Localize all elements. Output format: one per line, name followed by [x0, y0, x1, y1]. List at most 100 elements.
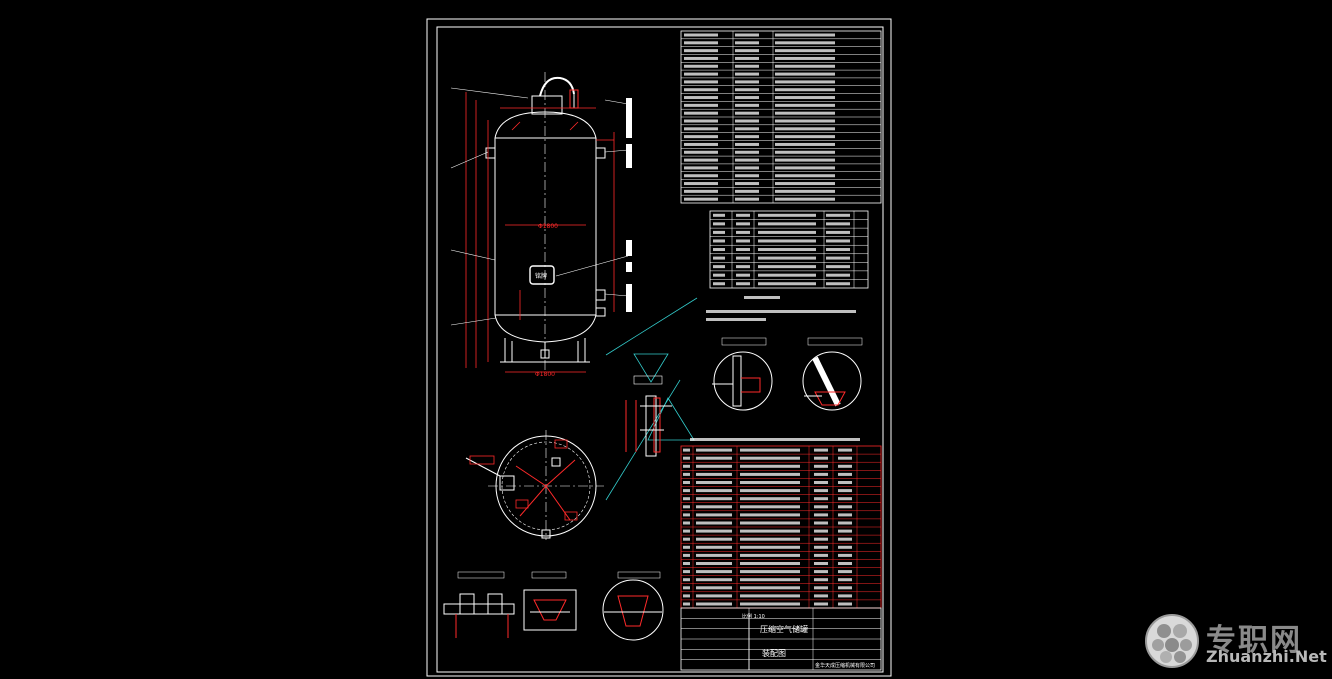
spec-cell-text: [775, 111, 835, 115]
spec-cell-text: [735, 96, 759, 100]
parts-cell-text: [683, 570, 690, 574]
nozzle-cell-text: [713, 265, 725, 269]
parts-cell-text: [683, 586, 690, 590]
spec-cell-text: [775, 135, 835, 139]
spec-cell-text: [735, 64, 759, 68]
parts-cell-text: [683, 545, 690, 549]
nozzle-cell-text: [758, 248, 816, 252]
parts-cell-text: [696, 570, 732, 574]
bottom-detail-1-title: [457, 571, 505, 579]
support-detail: [625, 395, 672, 457]
spec-cell-text: [735, 135, 759, 139]
vessel-leaders: [450, 87, 629, 326]
parts-cell-text: [838, 586, 852, 590]
spec-cell-text: [735, 41, 759, 45]
nozzle-cell-text: [736, 256, 750, 260]
parts-cell-text: [814, 521, 828, 525]
parts-cell-text: [740, 513, 800, 517]
parts-cell-text: [814, 456, 828, 460]
parts-cell-text: [838, 537, 852, 541]
parts-cell-text: [683, 602, 690, 606]
nozzle-cell-text: [758, 265, 816, 269]
parts-cell-text: [838, 456, 852, 460]
bottom-detail-3: [602, 579, 664, 641]
spec-cell-text: [775, 88, 835, 92]
tech-note-title: [744, 296, 780, 299]
nozzle-cell-text: [826, 282, 850, 286]
parts-header-line: [690, 438, 860, 441]
parts-cell-text: [683, 513, 690, 517]
parts-cell-text: [814, 513, 828, 517]
parts-cell-text: [814, 472, 828, 476]
parts-cell-text: [696, 529, 732, 533]
spec-cell-text: [775, 174, 835, 178]
dim-diameter-main: Φ1800: [538, 223, 558, 230]
vessel-plan-view: [465, 430, 604, 540]
support-detail-tag: [633, 375, 663, 385]
spec-cell-text: [735, 174, 759, 178]
parts-cell-text: [740, 562, 800, 565]
spec-cell-text: [684, 174, 718, 178]
parts-cell-text: [683, 594, 690, 598]
parts-cell-text: [696, 602, 732, 606]
spec-cell-text: [775, 119, 835, 123]
detail-leader-lines: [605, 297, 698, 501]
parts-cell-text: [696, 586, 732, 590]
spec-cell-text: [684, 127, 718, 131]
spec-cell-text: [775, 56, 835, 60]
parts-cell-text: [683, 472, 690, 476]
parts-cell-text: [740, 472, 800, 476]
parts-cell-text: [696, 513, 732, 517]
spec-cell-text: [735, 88, 759, 92]
spec-cell-text: [735, 142, 759, 146]
parts-cell-text: [683, 456, 690, 460]
spec-cell-text: [775, 41, 835, 45]
parts-cell-text: [696, 594, 732, 598]
bottom-detail-3-title: [617, 571, 661, 579]
spec-cell-text: [775, 80, 835, 84]
parts-cell-text: [696, 497, 732, 501]
bottom-detail-2: [523, 589, 577, 631]
parts-cell-text: [683, 537, 690, 541]
parts-cell-text: [740, 464, 800, 468]
nozzle-cell-text: [736, 265, 750, 269]
nozzle-cell-text: [713, 273, 725, 277]
nozzle-cell-text: [713, 213, 725, 217]
parts-cell-text: [696, 481, 732, 484]
watermark: 专职网 Zhuanzhi.Net: [1144, 611, 1327, 671]
spec-cell-text: [775, 49, 835, 53]
parts-cell-text: [838, 481, 852, 484]
nozzle-cell-text: [826, 265, 850, 269]
spec-cell-text: [775, 150, 835, 154]
parts-cell-text: [740, 529, 800, 533]
parts-cell-text: [838, 529, 852, 533]
parts-cell-text: [814, 594, 828, 598]
parts-cell-text: [696, 578, 732, 582]
nozzle-cell-text: [826, 273, 850, 277]
parts-cell-text: [838, 505, 852, 509]
spec-cell-text: [684, 142, 718, 146]
parts-cell-text: [838, 594, 852, 598]
plan-view-marks: [469, 439, 578, 521]
spec-cell-text: [735, 189, 759, 193]
parts-cell-text: [696, 472, 732, 476]
tables-layer: [680, 30, 882, 671]
parts-cell-text: [838, 570, 852, 574]
nozzle-cell-text: [758, 282, 816, 286]
spec-cell-text: [775, 72, 835, 76]
parts-cell-text: [740, 586, 800, 590]
parts-cell-text: [838, 521, 852, 525]
nozzle-cell-text: [736, 273, 750, 277]
main-title: 压缩空气储罐: [760, 624, 808, 634]
parts-cell-text: [814, 448, 828, 452]
spec-cell-text: [684, 111, 718, 115]
spec-cell-text: [775, 142, 835, 146]
nameplate-label: 铭牌: [535, 272, 547, 280]
spec-cell-text: [684, 182, 718, 186]
parts-cell-text: [838, 497, 852, 501]
sheet-outer-border: [426, 18, 892, 677]
parts-cell-text: [696, 505, 732, 509]
parts-cell-text: [740, 448, 800, 452]
nozzle-cell-text: [713, 222, 725, 226]
spec-cell-text: [735, 158, 759, 162]
